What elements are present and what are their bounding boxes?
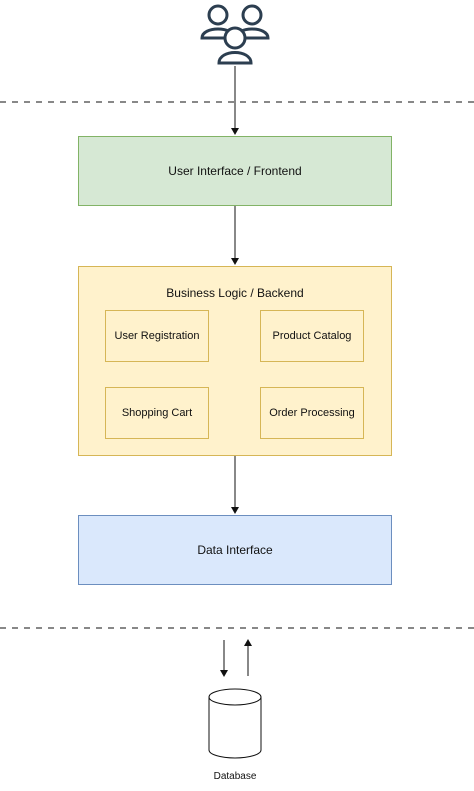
product-catalog-module: Product Catalog [260, 310, 364, 362]
data-interface-label: Data Interface [197, 543, 273, 557]
module-label: Product Catalog [272, 330, 352, 342]
module-label: Shopping Cart [121, 407, 193, 419]
user-registration-module: User Registration [105, 310, 209, 362]
order-processing-module: Order Processing [260, 387, 364, 439]
shopping-cart-module: Shopping Cart [105, 387, 209, 439]
module-label: Order Processing [269, 407, 355, 419]
database-label: Database [213, 771, 257, 782]
users-group-icon [200, 4, 270, 65]
frontend-layer-box: User Interface / Frontend [78, 136, 392, 206]
module-label: User Registration [114, 330, 200, 342]
backend-layer-label: Business Logic / Backend [166, 286, 304, 300]
database-cylinder-icon [208, 688, 262, 759]
frontend-layer-label: User Interface / Frontend [168, 164, 302, 178]
data-interface-layer-box: Data Interface [78, 515, 392, 585]
